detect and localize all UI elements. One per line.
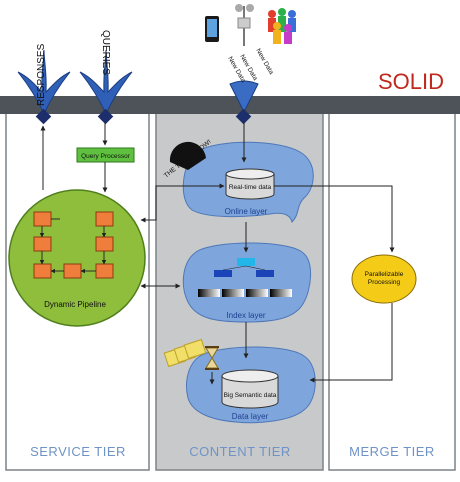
queries-fan-icon (79, 49, 133, 116)
parallel-processing-node (351, 254, 417, 304)
top-bar (0, 96, 460, 114)
big-data-database-icon (221, 369, 279, 409)
responses-port-icon (35, 108, 52, 125)
pipeline-stage-5 (33, 263, 52, 279)
documents-icon (163, 338, 207, 368)
content-tier-label: CONTENT TIER (189, 444, 291, 459)
responses-label: RESPONSES (36, 43, 47, 106)
index-bitmap-strip (198, 289, 292, 297)
people-group-icon (268, 8, 296, 44)
phone-icon (205, 16, 219, 42)
solid-title: SOLID (378, 69, 444, 94)
weather-station-icon (235, 4, 254, 46)
pipeline-stage-6 (63, 263, 82, 279)
merge-process-label-2: Processing (368, 279, 401, 286)
query-processor-label: Query Processor (81, 153, 131, 160)
pipeline-stage-4 (95, 236, 114, 252)
new-data-fan-icon (229, 80, 259, 114)
realtime-database-icon (225, 168, 275, 200)
index-layer-label: Index layer (226, 311, 265, 320)
merge-tier-label: MERGE TIER (349, 444, 435, 459)
index-tree-icon (214, 258, 274, 277)
clock-icon (169, 141, 206, 170)
pipeline-stage-3 (33, 236, 52, 252)
responses-fan-icon (17, 49, 71, 116)
pipeline-stage-1 (33, 211, 52, 227)
big-data-label: Big Semantic data (224, 392, 277, 399)
merge-process-label-1: Parallelizable (365, 271, 404, 278)
pipeline-label: Dynamic Pipeline (44, 300, 106, 309)
online-layer-label: Online layer (225, 207, 268, 216)
service-tier-label: SERVICE TIER (30, 444, 126, 459)
data-layer-label: Data layer (232, 412, 269, 421)
realtime-data-label: Real-time data (229, 184, 272, 191)
pipeline-stage-7 (95, 263, 114, 279)
pipeline-stage-2 (95, 211, 114, 227)
new-data-label-3: New Data (254, 48, 275, 77)
new-data-port-icon (235, 108, 252, 125)
queries-port-icon (97, 108, 114, 125)
queries-label: QUERIES (100, 30, 111, 75)
index-layer-cloud (182, 242, 311, 323)
hourglass-icon (205, 346, 219, 370)
